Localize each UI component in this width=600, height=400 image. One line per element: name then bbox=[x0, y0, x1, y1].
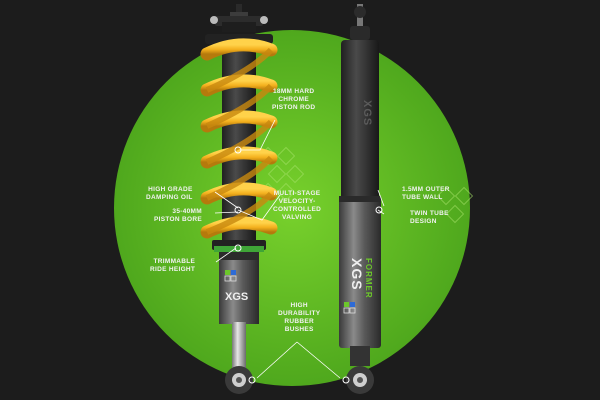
callout-damping-oil: HIGH GRADE DAMPING OIL bbox=[146, 186, 193, 201]
callout-valving: MULTI-STAGE VELOCITY- CONTROLLED VALVING bbox=[273, 190, 322, 221]
brand-text-left: XGS bbox=[225, 291, 248, 303]
callout-ride-height: TRIMMABLE RIDE HEIGHT bbox=[150, 258, 196, 273]
callout-lines bbox=[214, 119, 385, 379]
callout-piston-rod: 18MM HARD CHROME PISTON ROD bbox=[272, 88, 316, 111]
callout-twin-tube: TWIN TUBE DESIGN bbox=[410, 210, 449, 225]
svg-text:XGS: XGS bbox=[361, 100, 373, 126]
brand-text-upper: XGS bbox=[361, 100, 373, 126]
callout-bushes: HIGH DURABILITY RUBBER BUSHES bbox=[278, 302, 321, 333]
brand-text-lower: XGS FORMER bbox=[349, 258, 373, 299]
callout-dots bbox=[234, 146, 383, 384]
callout-piston-bore: 35-40MM PISTON BORE bbox=[154, 208, 202, 223]
svg-text:FORMER: FORMER bbox=[364, 258, 373, 299]
svg-text:XGS: XGS bbox=[349, 258, 365, 291]
shock-right bbox=[339, 4, 381, 394]
callout-outer-tube: 1.5MM OUTER TUBE WALL bbox=[402, 186, 450, 201]
coilover-left bbox=[200, 4, 278, 394]
